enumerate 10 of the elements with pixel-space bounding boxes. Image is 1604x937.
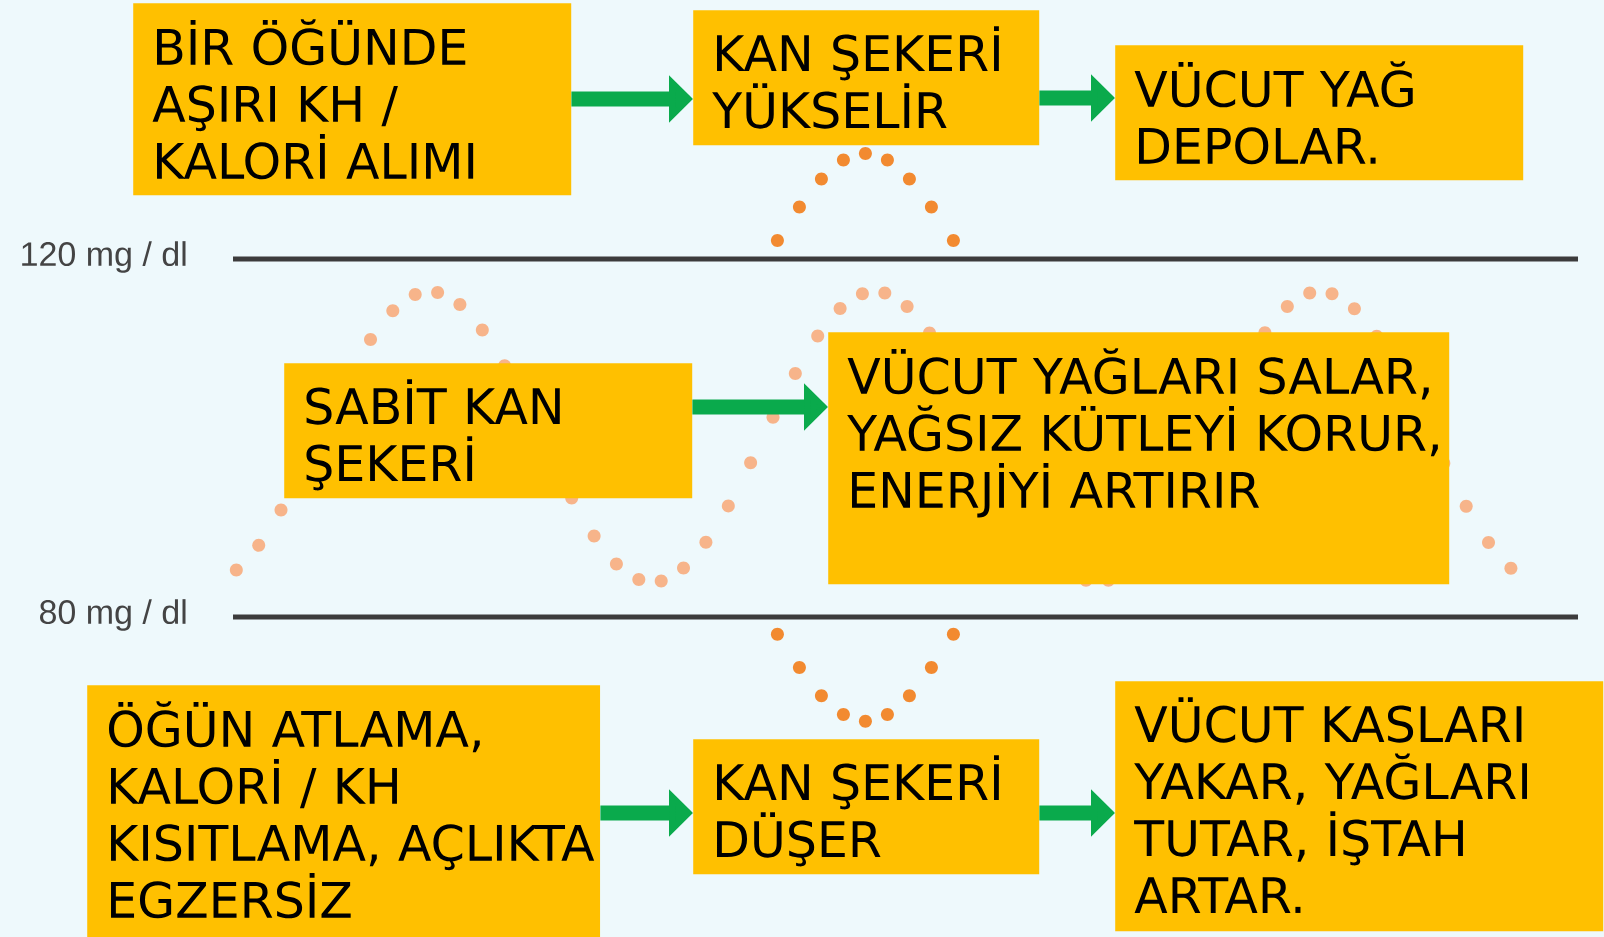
- text-box: BİR ÖĞÜNDE AŞIRI KH / KALORİ ALIMI: [133, 3, 572, 196]
- text-box: VÜCUT KASLARI YAKAR, YAĞLARI TUTAR, İŞTAH ARTAR.: [1115, 681, 1604, 932]
- text-box: SABİT KAN ŞEKERİ: [284, 363, 693, 499]
- text-box: VÜCUT YAĞ DEPOLAR.: [1115, 45, 1524, 181]
- text-box: VÜCUT YAĞLARI SALAR, YAĞSIZ KÜTLEYİ KORUR, ENERJİYİ ARTIRIR: [828, 332, 1450, 585]
- text-box: KAN ŞEKERİ YÜKSELİR: [693, 10, 1040, 146]
- text-box: ÖĞÜN ATLAMA, KALORİ / KH KISITLAMA, AÇLIKTA EGZERSİZ: [87, 685, 601, 937]
- text-box: KAN ŞEKERİ DÜŞER: [693, 739, 1040, 875]
- axis-label: 80 mg / dl: [40, 599, 186, 631]
- axis-label: 120 mg / dl: [22, 241, 186, 273]
